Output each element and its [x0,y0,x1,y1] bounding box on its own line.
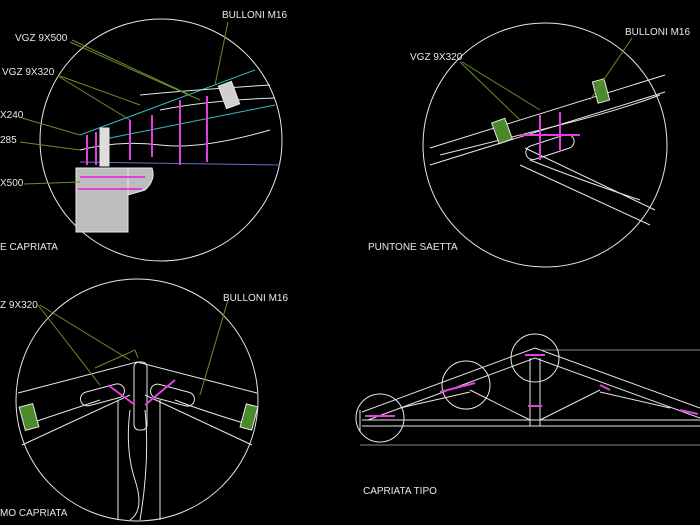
detail-title: MO CAPRIATA [0,508,68,519]
detail-title: PUNTONE SAETTA [368,242,458,253]
detail-circle [39,18,283,262]
label-vgz-9x320: VGZ 9X320 [410,52,463,63]
detail-circle [422,22,668,268]
detail-eaves [19,18,283,262]
label-bulloni-m16: BULLONI M16 [625,27,690,38]
detail-title: CAPRIATA TIPO [363,486,437,497]
label-bulloni-m16: BULLONI M16 [222,10,287,21]
label-vgz-9x320: VGZ 9X320 [2,67,55,78]
label-285: 285 [0,135,17,146]
hatch-block [491,117,513,145]
detail-strut [422,22,668,268]
hatch-block [239,403,259,431]
masonry-block [75,167,129,233]
label-bulloni-m16: BULLONI M16 [223,293,288,304]
truss-elevation [355,333,700,446]
label-vgz-9x320: Z 9X320 [0,300,38,311]
hatch-block [591,78,611,104]
hatch-block [18,402,40,432]
detail-ridge [15,278,259,522]
label-x240: X240 [0,110,24,121]
detail-circle [15,278,259,522]
detail-title: E CAPRIATA [0,242,58,253]
label-vgz-9x500: VGZ 9X500 [15,33,68,44]
label-x500: X500 [0,178,24,189]
